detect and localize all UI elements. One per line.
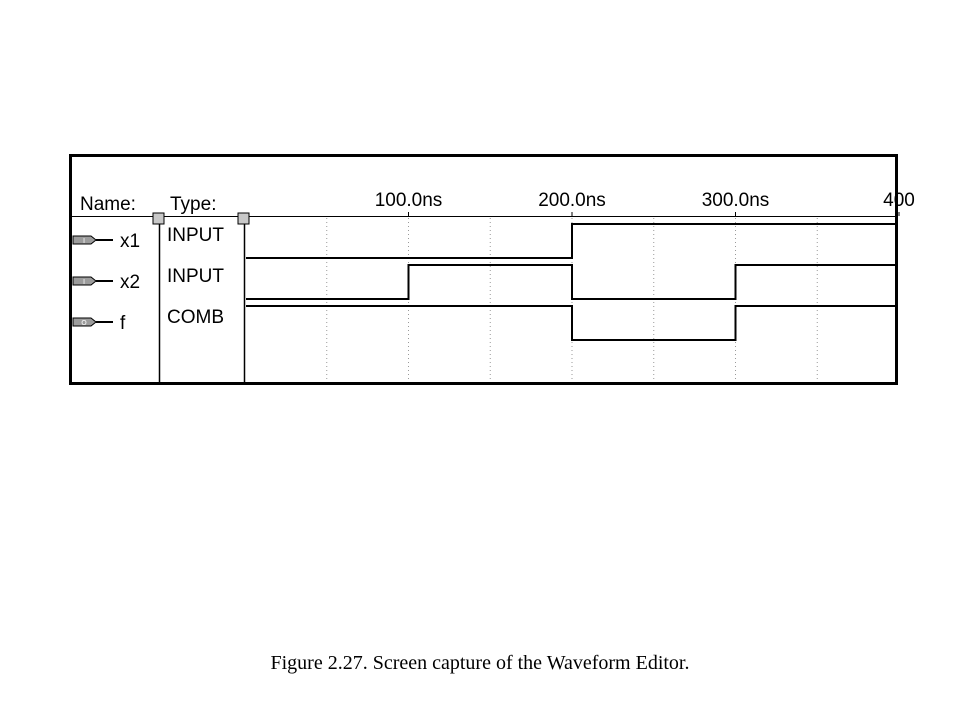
signal-type-f: COMB bbox=[167, 307, 224, 328]
waveform-x1[interactable] bbox=[246, 223, 895, 259]
waveform-area[interactable] bbox=[246, 223, 895, 341]
time-tick-label: 200.0ns bbox=[538, 190, 606, 211]
pin-letter: I bbox=[83, 278, 85, 286]
input-pin-icon: I bbox=[72, 276, 113, 286]
signal-name-x1[interactable]: x1 bbox=[120, 231, 140, 252]
signal-type-x1: INPUT bbox=[167, 225, 224, 246]
name-column-header: Name: bbox=[80, 194, 136, 215]
output-pin-icon: O bbox=[72, 317, 113, 327]
time-tick-label: 400 bbox=[883, 190, 915, 211]
signal-name-x2[interactable]: x2 bbox=[120, 272, 140, 293]
pin-letter: O bbox=[81, 319, 87, 327]
time-tick-label: 100.0ns bbox=[375, 190, 443, 211]
figure-caption: Figure 2.27. Screen capture of the Wavef… bbox=[270, 652, 690, 674]
time-tick-label: 300.0ns bbox=[702, 190, 770, 211]
waveform-f[interactable] bbox=[246, 305, 895, 341]
time-axis: 100.0ns 200.0ns 300.0ns 400 bbox=[375, 190, 915, 216]
window-border bbox=[69, 154, 898, 385]
input-pin-icon: I bbox=[72, 235, 113, 245]
type-column-header: Type: bbox=[170, 194, 216, 215]
waveform-x2[interactable] bbox=[246, 264, 895, 300]
name-column-resize-handle[interactable] bbox=[152, 212, 165, 225]
signal-name-f[interactable]: f bbox=[120, 313, 126, 334]
type-column-resize-handle[interactable] bbox=[237, 212, 250, 225]
pin-letter: I bbox=[83, 237, 85, 245]
signal-type-x2: INPUT bbox=[167, 266, 224, 287]
